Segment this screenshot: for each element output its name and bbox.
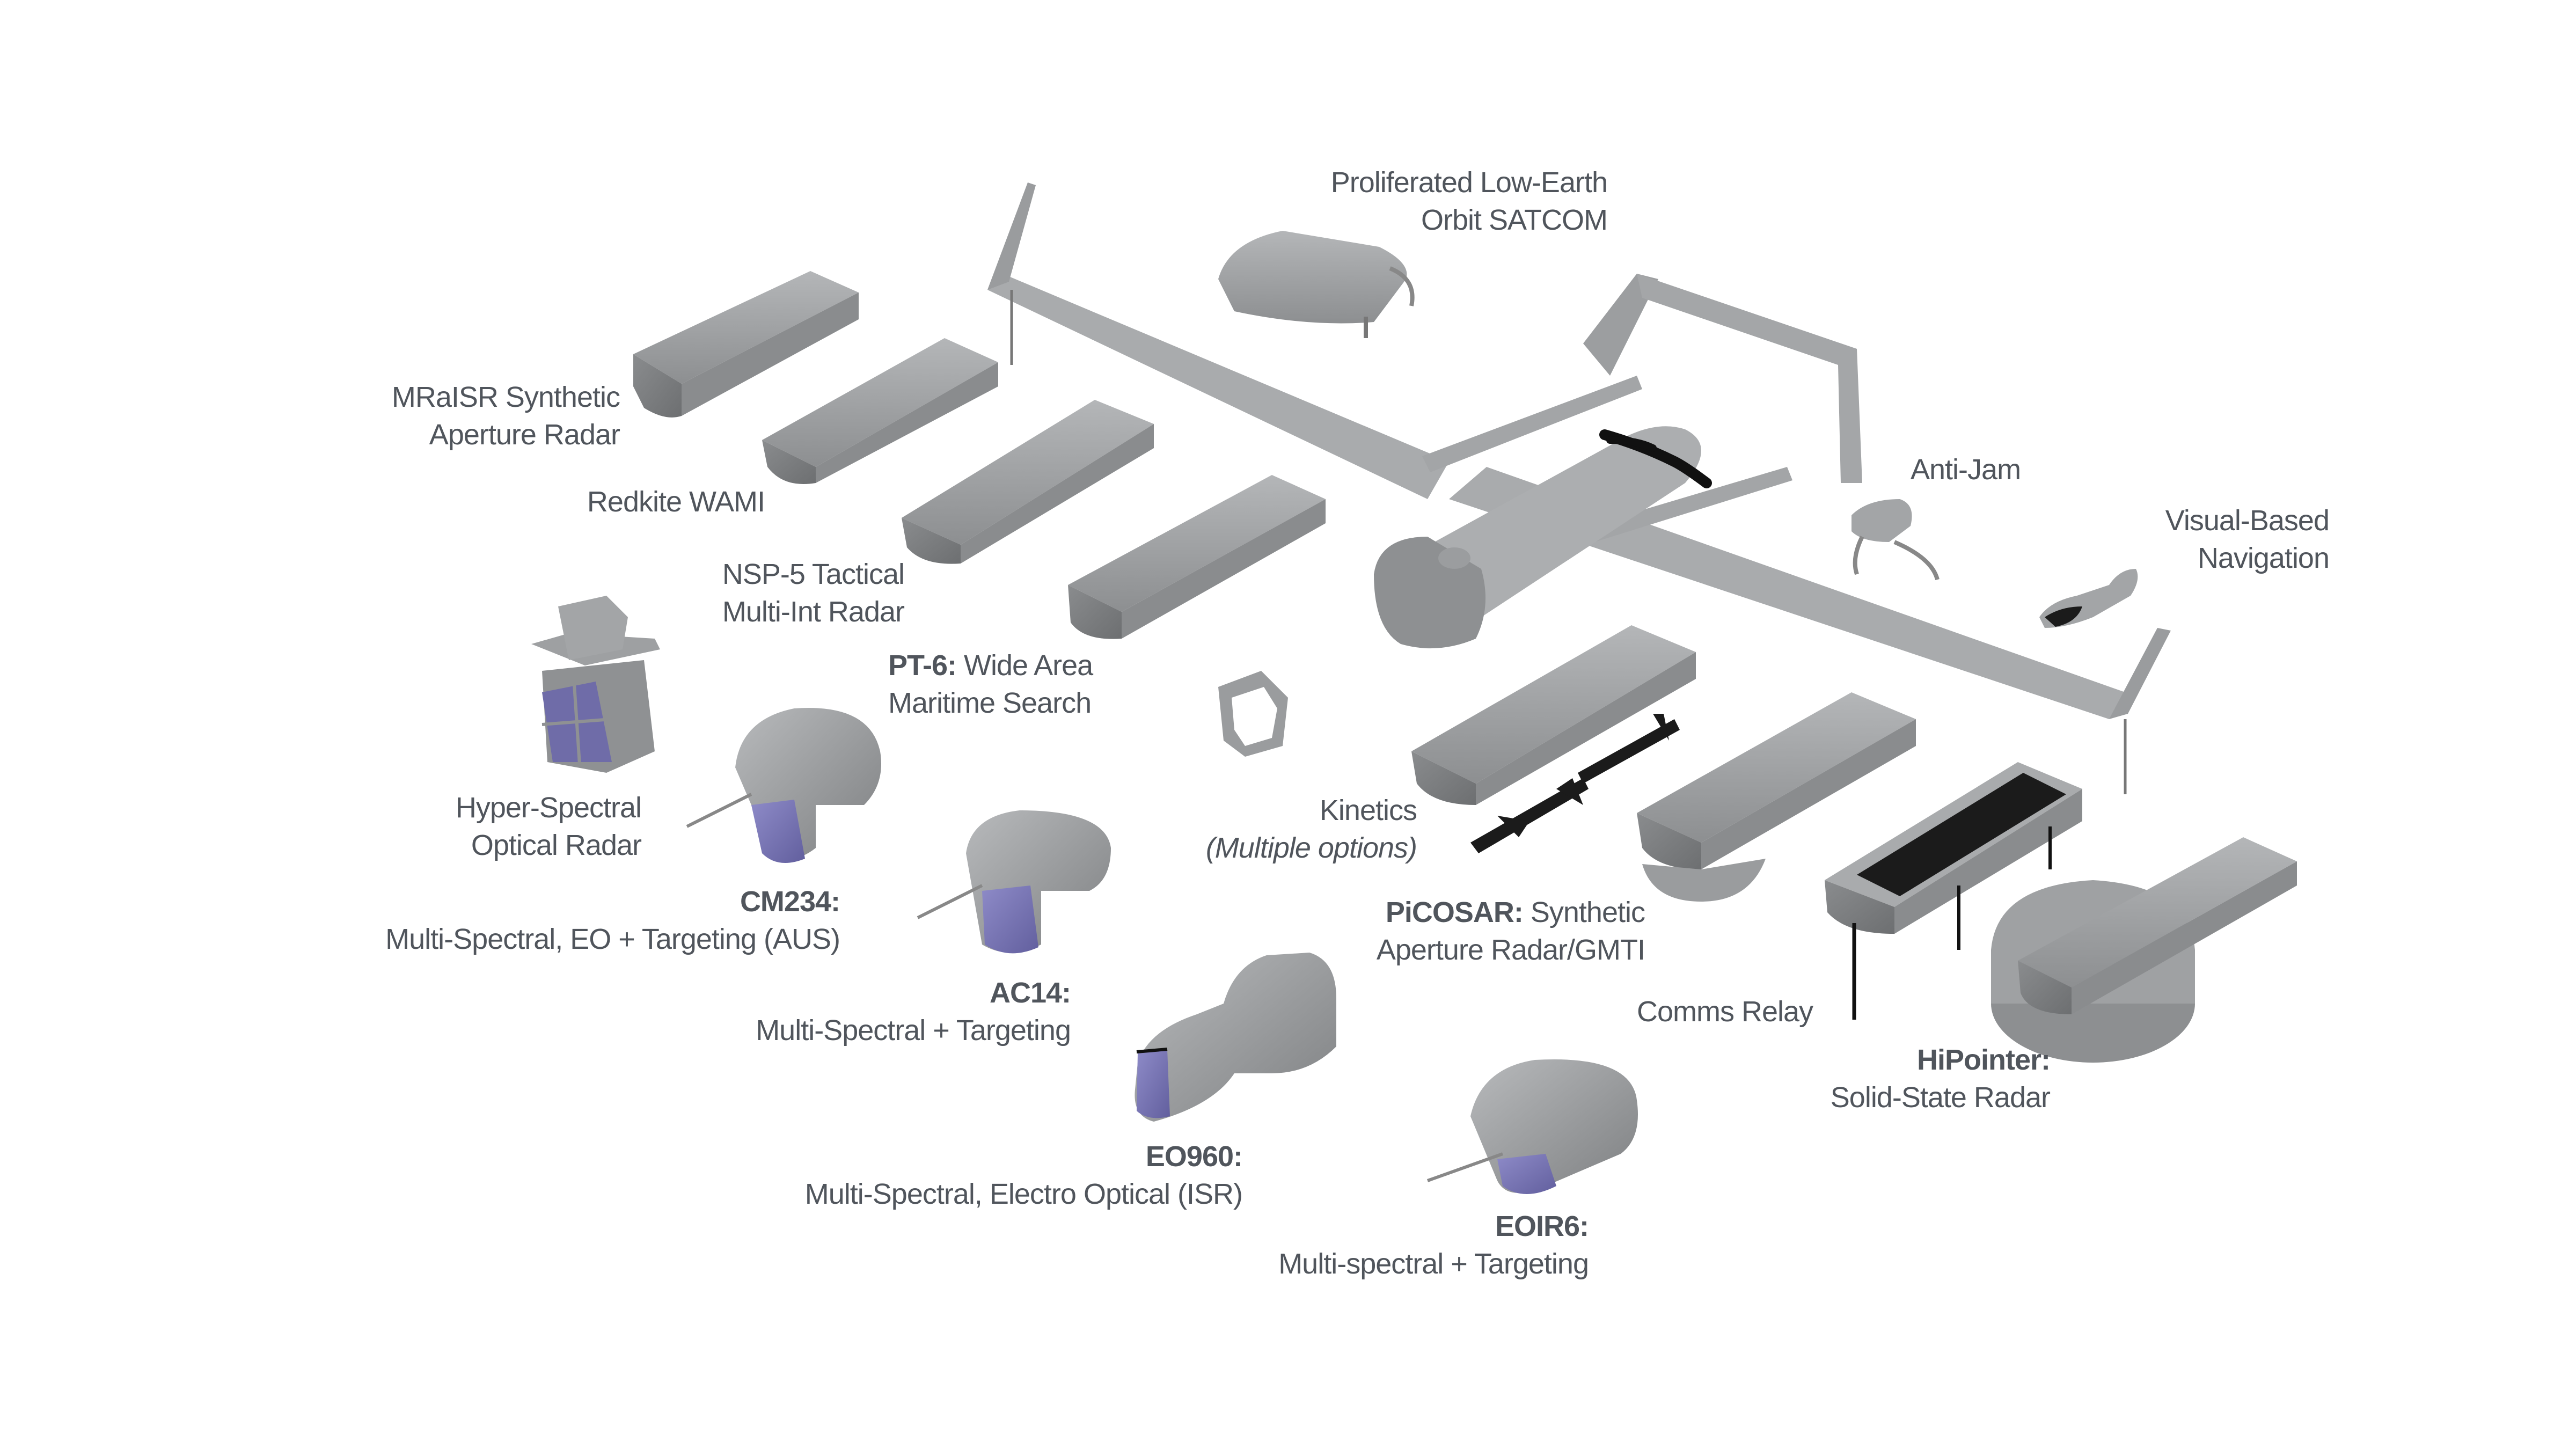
- nsp5-radar-pod: [902, 400, 1154, 564]
- label-cm234: CM234: Multi-Spectral, EO + Targeting (A…: [385, 885, 840, 955]
- hipointer-radar: [1991, 837, 2297, 1063]
- uav-aircraft: [987, 182, 2171, 794]
- eoir6-turret: [1426, 1059, 1638, 1194]
- missile-icon: [1470, 714, 1680, 853]
- uav-tail-boom-upper: [1422, 376, 1642, 472]
- pt6-radar-pod: [1068, 475, 1326, 639]
- anti-jam-antenna: [1851, 499, 1940, 581]
- satcom-unit: [1218, 231, 1415, 338]
- comms-relay-pod: [1825, 762, 2082, 1020]
- mraisr-radar-pod: [633, 271, 859, 418]
- ac14-turret: [917, 810, 1111, 954]
- visual-navigation-sensor: [2039, 569, 2138, 628]
- uav-right-winglet: [2109, 628, 2171, 719]
- uav-left-wing: [987, 276, 1449, 499]
- label-eo960: EO960: Multi-Spectral, Electro Optical (…: [804, 1140, 1243, 1210]
- label-kinetics: Kinetics (Multiple options): [1205, 794, 1417, 864]
- uav-tail-fin-left: [1583, 274, 1658, 376]
- label-hyperspectral: Hyper-Spectral Optical Radar: [455, 792, 642, 861]
- label-redkite: Redkite WAMI: [587, 486, 765, 518]
- eo960-sensor: [1135, 953, 1336, 1122]
- picosar-radar-pod: [1637, 692, 1916, 902]
- redkite-wami-pod: [762, 338, 998, 484]
- label-mraisr: MRaISR Synthetic Aperture Radar: [391, 381, 620, 451]
- label-anti-jam: Anti-Jam: [1911, 453, 2021, 486]
- cm234-turret: [686, 708, 881, 863]
- label-eoir6: EOIR6: Multi-spectral + Targeting: [1278, 1210, 1589, 1280]
- label-picosar: PiCOSAR: Synthetic Aperture Radar/GMTI: [1376, 896, 1645, 966]
- label-visual-navigation: Visual-Based Navigation: [2165, 504, 2330, 574]
- label-comms-relay: Comms Relay: [1637, 996, 1813, 1028]
- mount-ring: [1218, 671, 1288, 757]
- uav-left-winglet: [987, 182, 1036, 290]
- label-ac14: AC14: Multi-Spectral + Targeting: [756, 977, 1071, 1046]
- hyperspectral-gimbal: [531, 596, 660, 773]
- kinetics-pod: [1411, 625, 1696, 805]
- label-pt6: PT-6: Wide Area Maritime Search: [888, 649, 1093, 719]
- label-hipointer: HiPointer: Solid-State Radar: [1830, 1044, 2051, 1114]
- label-nsp5: NSP-5 Tactical Multi-Int Radar: [722, 558, 905, 628]
- label-satcom: Proliferated Low-Earth Orbit SATCOM: [1330, 166, 1608, 236]
- uav-tail-boom-frame: [1637, 274, 1862, 483]
